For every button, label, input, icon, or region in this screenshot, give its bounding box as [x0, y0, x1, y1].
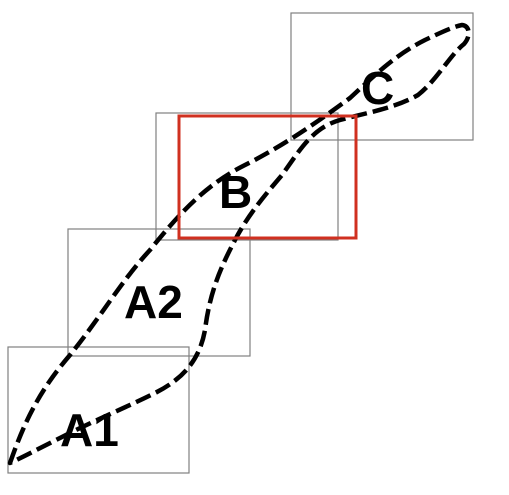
label-a2: A2 [124, 276, 183, 328]
label-a1: A1 [60, 404, 119, 456]
label-b: B [219, 166, 252, 218]
region-outline [10, 25, 469, 463]
highlight-box [179, 116, 356, 238]
label-c: C [361, 62, 394, 114]
